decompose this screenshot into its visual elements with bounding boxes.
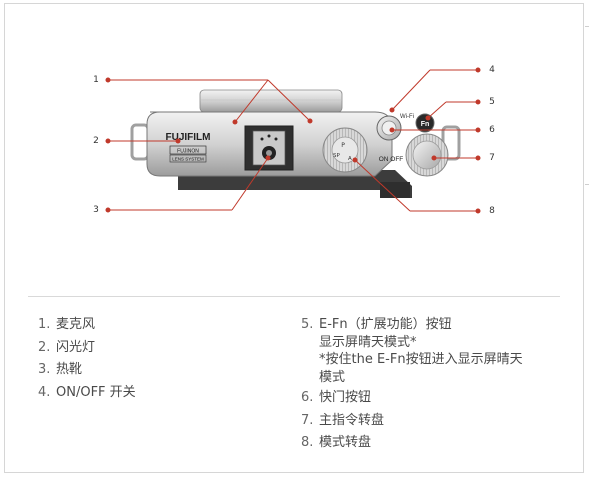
- legend-item: 7.主指令转盘: [301, 412, 385, 428]
- brand-logo: FUJIFILM: [166, 132, 211, 143]
- legend-item: 5. E-Fn（扩展功能）按钮 显示屏晴天模式* *按住the E-Fn按钮进入…: [301, 317, 523, 385]
- legend-item: 2.闪光灯: [38, 339, 96, 355]
- fn-label: Fn: [421, 121, 430, 128]
- lens-system-badge: LENS SYSTEM: [172, 157, 204, 162]
- legend-item: 1.麦克风: [38, 317, 96, 332]
- camera-top-view-diagram: FUJIFILM FUJINON LENS SYSTEM P SP A Fn W…: [105, 67, 481, 214]
- callout-number: 8: [489, 206, 495, 216]
- callout-number: 5: [489, 97, 495, 107]
- callout-number: 1: [93, 75, 99, 85]
- camera-base: [178, 170, 412, 198]
- callout-number: 7: [489, 153, 495, 163]
- section-divider: [28, 296, 560, 297]
- lens-brand-badge: FUJINON: [177, 149, 199, 155]
- legend-item: 4.ON/OFF 开关: [38, 384, 136, 400]
- svg-text:SP: SP: [333, 153, 340, 159]
- callout-number: 3: [93, 205, 99, 215]
- legend-item: 8.模式转盘: [301, 435, 372, 450]
- svg-text:A: A: [348, 156, 352, 162]
- shutter-button: [376, 115, 402, 141]
- command-dial: [405, 133, 449, 177]
- callout-number: 2: [93, 136, 99, 146]
- strap-lug-left: [130, 123, 150, 161]
- power-switch-label: ON OFF: [379, 156, 404, 163]
- hot-shoe: [244, 125, 294, 171]
- edge-mark: [585, 184, 589, 185]
- callout-number: 6: [489, 125, 495, 135]
- lens-mount: [199, 89, 343, 113]
- legend-right: 5. E-Fn（扩展功能）按钮 显示屏晴天模式* *按住the E-Fn按钮进入…: [301, 316, 561, 457]
- svg-text:P: P: [341, 142, 345, 149]
- leader-lines: [105, 67, 481, 214]
- legend-left: 1.麦克风 2.闪光灯 3.热靴 4.ON/OFF 开关: [38, 316, 136, 406]
- callout-number: 4: [489, 65, 495, 75]
- legend-item: 3.热靴: [38, 362, 83, 377]
- edge-mark: [585, 26, 589, 27]
- legend-item: 6.快门按钮: [301, 390, 372, 405]
- wifi-label: Wi-Fi: [400, 114, 414, 120]
- content-frame: [4, 3, 584, 473]
- efn-button: Fn: [415, 113, 435, 133]
